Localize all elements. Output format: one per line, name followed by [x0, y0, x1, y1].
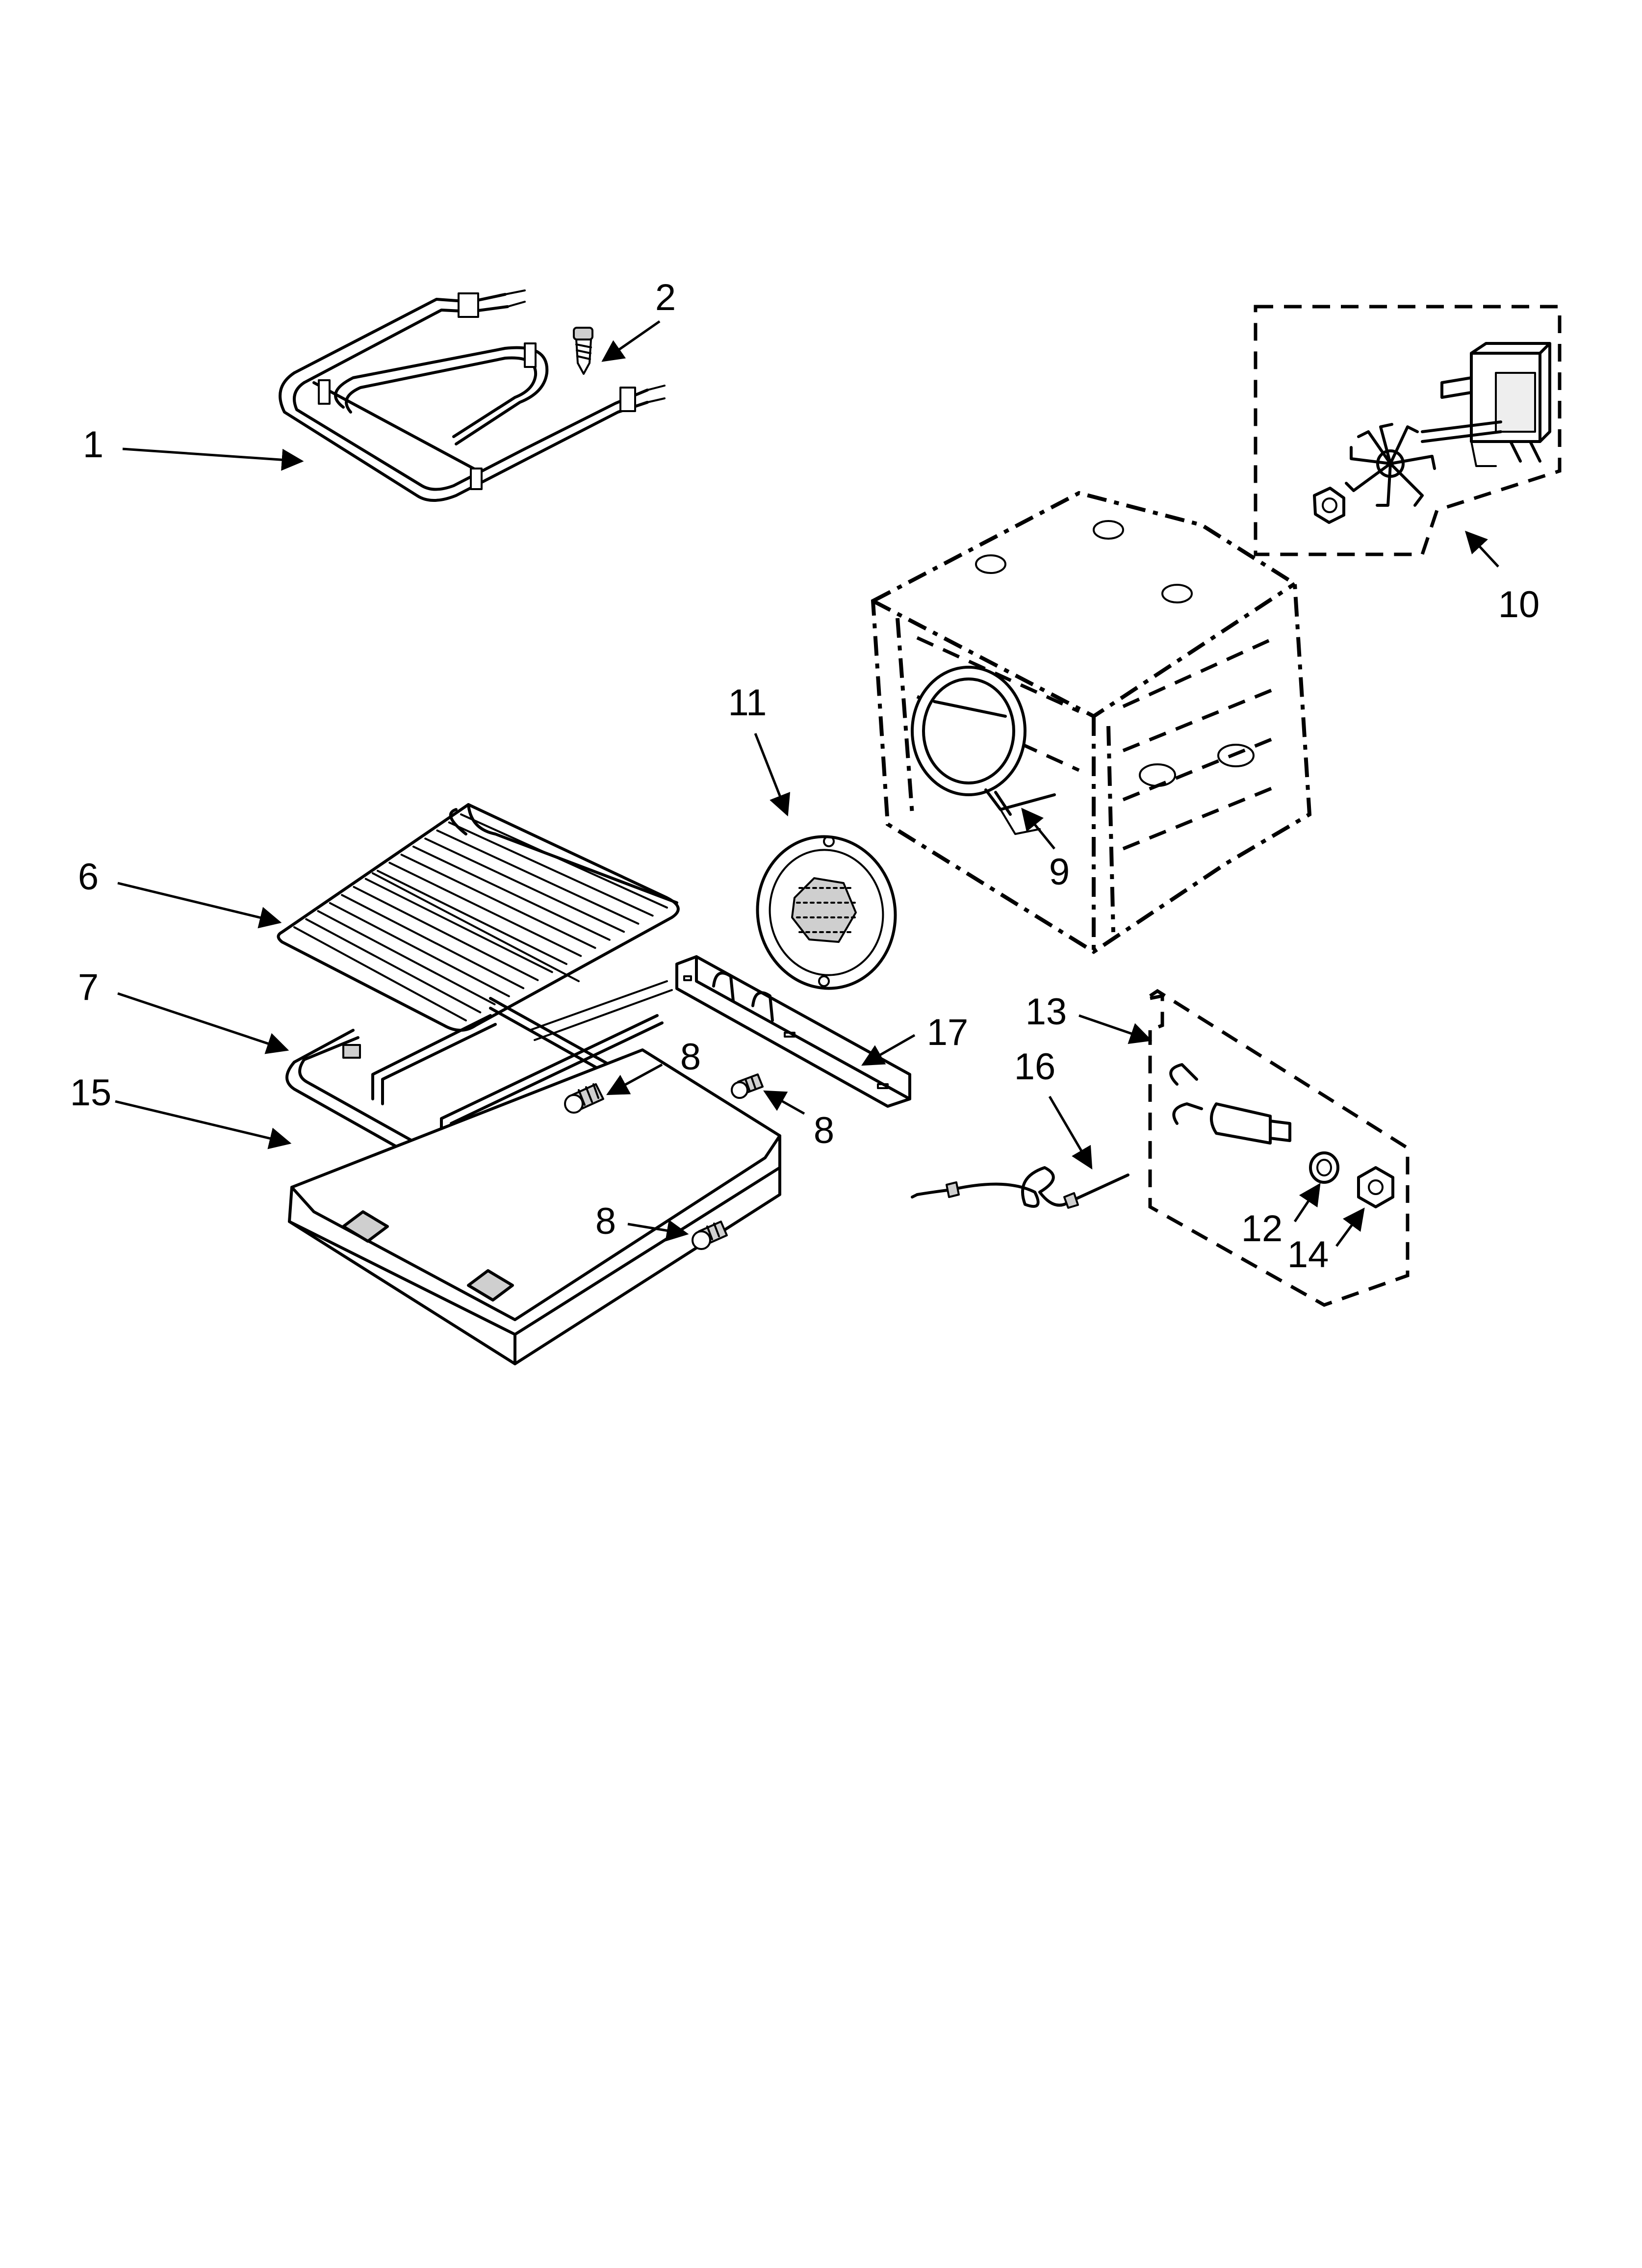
- callout-16: 16: [1014, 1046, 1056, 1088]
- nut-part-14: [1357, 1166, 1394, 1208]
- bake-element-part: [279, 289, 666, 502]
- screw-part-8b: [731, 1073, 764, 1099]
- convection-motor-part: [1254, 305, 1562, 556]
- callout-17: 17: [927, 1012, 969, 1053]
- callout-9: 9: [1049, 851, 1070, 893]
- screw-part-2: [573, 327, 593, 375]
- nut-icon: [1313, 487, 1345, 524]
- callouts: 1 2 6 7 8 8 8 9 10 11 12 13 14 15 16 17: [70, 277, 1540, 1276]
- screw-part-8c: [692, 1221, 728, 1250]
- bottom-pan-part: [288, 1048, 781, 1365]
- leader-lines: [115, 320, 1499, 1247]
- callout-11: 11: [728, 682, 767, 724]
- oven-cavity: [871, 491, 1312, 954]
- oven-rack-part: [277, 803, 680, 1032]
- callout-7: 7: [78, 966, 99, 1008]
- screw-part-8a: [564, 1083, 604, 1114]
- bracket-part: [675, 955, 911, 1108]
- callout-13: 13: [1026, 991, 1067, 1033]
- probe-jack-part: [1148, 989, 1410, 1307]
- convection-element-part: [911, 666, 1056, 835]
- callout-12: 12: [1241, 1208, 1283, 1250]
- callout-6: 6: [78, 856, 99, 898]
- washer-part-12: [1309, 1151, 1339, 1184]
- callout-8b: 8: [814, 1110, 834, 1151]
- callout-10: 10: [1498, 584, 1540, 626]
- callout-2: 2: [655, 277, 676, 318]
- callout-1: 1: [83, 424, 103, 466]
- callout-14: 14: [1287, 1234, 1329, 1276]
- fan-baffle-part: [756, 835, 897, 990]
- callout-8c: 8: [595, 1200, 616, 1242]
- callout-15: 15: [70, 1072, 112, 1114]
- meat-probe-part: [911, 1166, 1129, 1209]
- callout-8a: 8: [680, 1036, 701, 1078]
